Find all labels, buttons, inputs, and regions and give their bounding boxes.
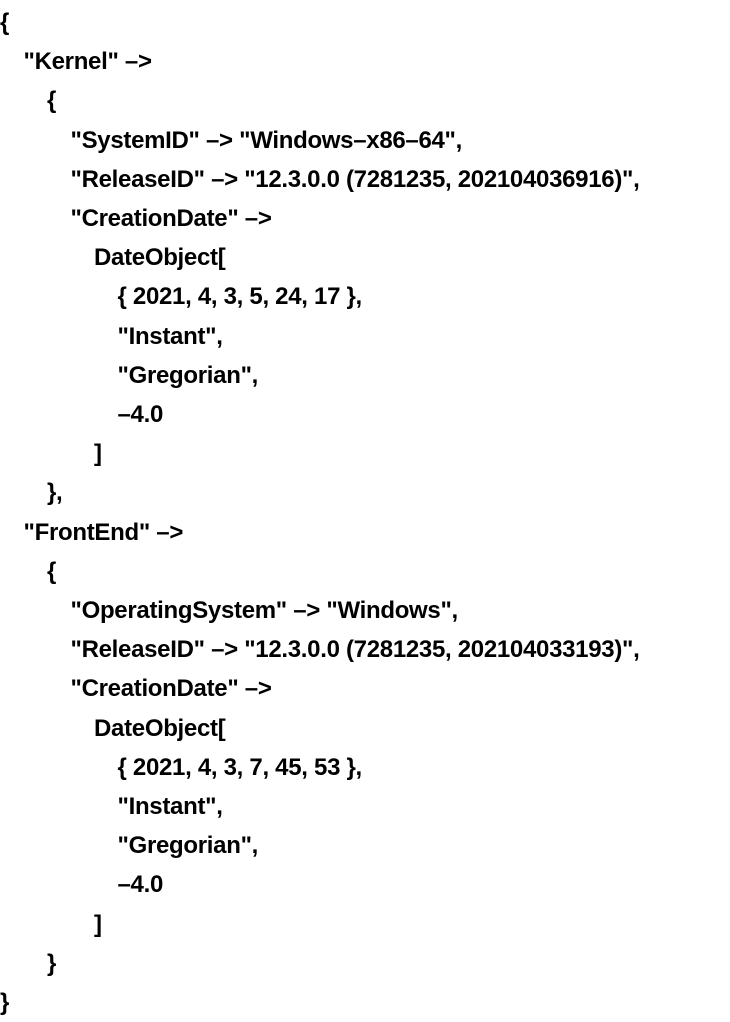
output-line: "ReleaseID" –> "12.3.0.0 (7281235, 20210… (70, 636, 640, 664)
output-line: "Gregorian", (117, 832, 259, 860)
output-line: "Kernel" –> (23, 48, 152, 76)
output-line: "ReleaseID" –> "12.3.0.0 (7281235, 20210… (70, 165, 640, 193)
output-line: } (47, 949, 57, 977)
output-line: "Gregorian", (117, 361, 259, 389)
output-line: ] (94, 440, 102, 468)
output-line: { (47, 557, 57, 585)
output-line: –4.0 (117, 871, 164, 899)
output-line: }, (47, 479, 63, 507)
output-line: { (47, 87, 57, 115)
output-line: "Instant", (117, 322, 223, 350)
output-line: { 2021, 4, 3, 7, 45, 53 }, (117, 753, 363, 781)
output-line: "CreationDate" –> (70, 205, 272, 232)
output-line: "Instant", (117, 793, 223, 820)
output-line: "CreationDate" –> (70, 675, 272, 703)
output-line: "FrontEnd" –> (23, 518, 184, 546)
output-line: { 2021, 4, 3, 5, 24, 17 }, (117, 283, 363, 311)
output-line: "SystemID" –> "Windows–x86–64", (70, 126, 463, 154)
output-line: } (0, 989, 10, 1016)
output-line: DateObject[ (94, 244, 226, 272)
output-line: DateObject[ (94, 714, 226, 742)
output-line: "OperatingSystem" –> "Windows", (70, 597, 459, 624)
output-line: { (0, 9, 10, 36)
output-line: ] (94, 910, 102, 938)
output-line: –4.0 (117, 401, 164, 428)
